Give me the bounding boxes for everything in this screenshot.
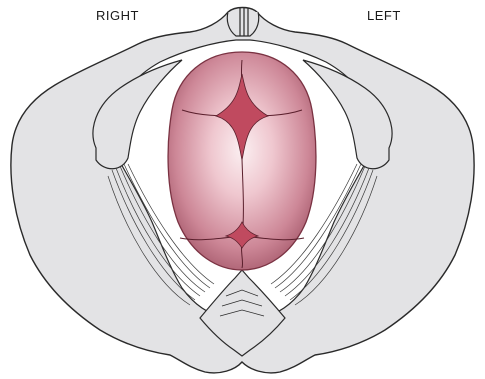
right-side-label: RIGHT [96, 8, 139, 23]
left-side-label: LEFT [367, 8, 401, 23]
fetal-skull [168, 52, 316, 270]
pubic-symphysis [227, 8, 258, 36]
